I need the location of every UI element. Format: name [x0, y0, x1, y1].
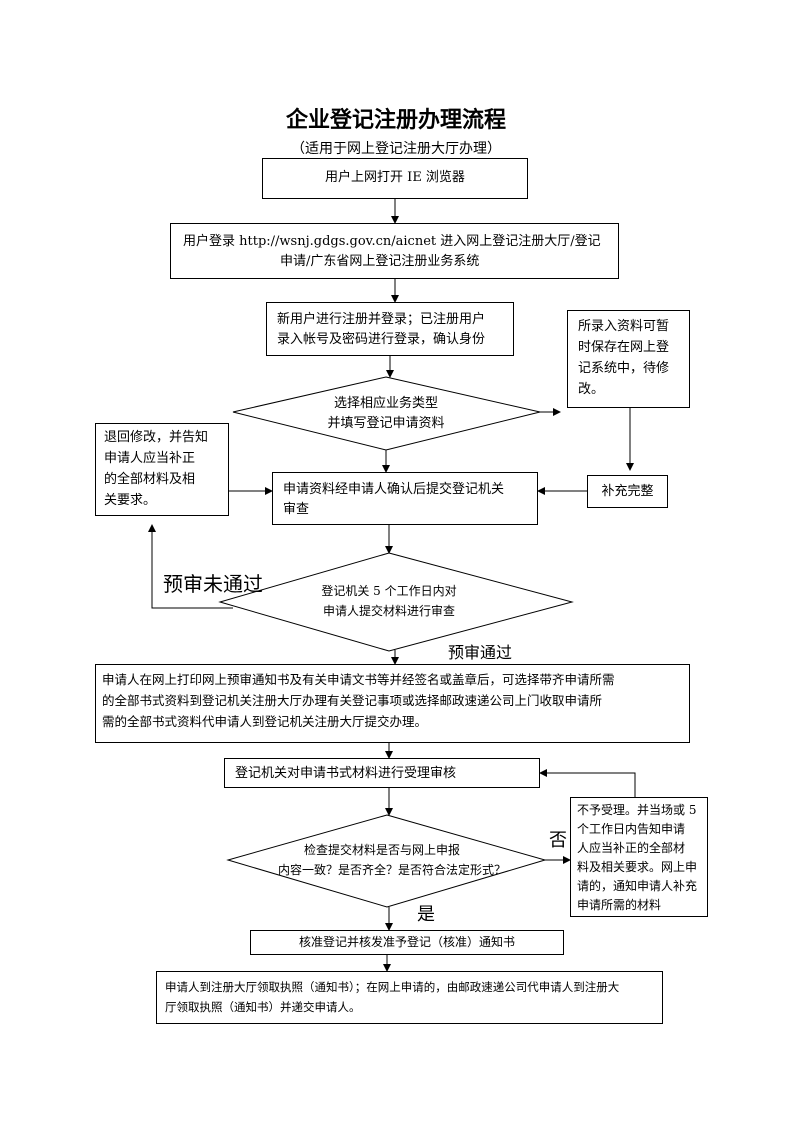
- arrow-reject-accept: [539, 769, 636, 797]
- step-review-line1: 登记机关 5 个工作日内对: [321, 584, 457, 598]
- step-print-line2: 的全部书式资料到登记机关注册大厅办理有关登记事项或选择邮政速递公司上门收取申请所: [102, 693, 603, 708]
- step-login: 用户登录 http://wsnj.gdgs.gov.cn/aicnet 进入网上…: [170, 223, 619, 279]
- note-save-line4: 改。: [578, 382, 605, 397]
- arrow-fail-return: [148, 524, 233, 609]
- page-title: 企业登记注册办理流程: [285, 107, 506, 133]
- step-accept: 登记机关对申请书式材料进行受理审核: [224, 758, 540, 788]
- step-accept-text: 登记机关对申请书式材料进行受理审核: [235, 766, 457, 781]
- step-print: 申请人在网上打印网上预审通知书及有关申请文书等并经签名或盖章后，可选择带齐申请所…: [95, 664, 690, 743]
- step-submit: 申请资料经申请人确认后提交登记机关 审查: [272, 472, 538, 525]
- note-return-line3: 的全部材料及相: [104, 472, 196, 487]
- label-yes: 是: [417, 904, 435, 925]
- step-approve: 核准登记并核发准予登记（核准）通知书: [250, 930, 564, 955]
- note-save-line1: 所录入资料可暂: [578, 319, 670, 334]
- step-supplement: 补充完整: [587, 475, 668, 508]
- diamond-check: [226, 814, 547, 908]
- note-save-line3: 记系统中，待修: [578, 361, 670, 376]
- note-return-modify: 退回修改，并告知 申请人应当补正 的全部材料及相 关要求。: [95, 423, 229, 516]
- step-submit-line2: 审查: [283, 502, 310, 517]
- label-no: 否: [549, 830, 567, 851]
- step-select-line2: 并填写登记申请资料: [327, 416, 445, 431]
- step-collect: 申请人到注册大厅领取执照（通知书）；在网上申请的，由邮政速递公司代申请人到注册大…: [156, 971, 663, 1024]
- step-select-line1: 选择相应业务类型: [333, 396, 438, 411]
- step-register: 新用户进行注册并登录；已注册用户 录入帐号及密码进行登录，确认身份: [266, 302, 514, 356]
- step-login-line2: 申请/广东省网上登记注册业务系统: [280, 254, 480, 269]
- note-reject-line1: 不予受理。并当场或 5: [577, 803, 697, 817]
- label-pre-pass: 预审通过: [448, 643, 513, 662]
- label-pre-fail: 预审未通过: [163, 572, 263, 596]
- note-save-line2: 时保存在网上登: [578, 340, 670, 355]
- step-print-line3: 需的全部书式资料代申请人到登记机关注册大厅提交办理。: [102, 714, 428, 729]
- step-check-line2: 内容一致？是否齐全？是否符合法定形式？: [277, 863, 506, 877]
- step-login-line1: 用户登录 http://wsnj.gdgs.gov.cn/aicnet 进入网上…: [183, 234, 601, 249]
- step-register-line1: 新用户进行注册并登录；已注册用户: [277, 312, 486, 327]
- diamond-review: [218, 552, 574, 652]
- note-save-temp: 所录入资料可暂 时保存在网上登 记系统中，待修 改。: [567, 310, 690, 408]
- step-review-line2: 申请人提交材料进行审查: [322, 604, 455, 618]
- step-collect-line2: 厅领取执照（通知书）并递交申请人。: [165, 1000, 361, 1014]
- step-open-browser-text: 用户上网打开 IE 浏览器: [325, 170, 465, 185]
- note-reject-line3: 人应当补正的全部材: [577, 841, 686, 855]
- step-check-line1: 检查提交材料是否与网上申报: [303, 843, 460, 857]
- step-approve-text: 核准登记并核发准予登记（核准）通知书: [298, 935, 515, 949]
- note-return-line1: 退回修改，并告知: [104, 430, 209, 445]
- page-subtitle: （适用于网上登记注册大厅办理）: [291, 141, 501, 157]
- note-reject-line5: 请的，通知申请人补充: [577, 879, 698, 893]
- step-submit-line1: 申请资料经申请人确认后提交登记机关: [283, 482, 505, 497]
- diamond-select: [232, 376, 541, 451]
- step-open-browser: 用户上网打开 IE 浏览器: [262, 158, 528, 199]
- note-return-line4: 关要求。: [104, 493, 157, 508]
- step-print-line1: 申请人在网上打印网上预审通知书及有关申请文书等并经签名或盖章后，可选择带齐申请所…: [102, 672, 615, 687]
- note-reject-line2: 个工作日内告知申请: [577, 822, 686, 836]
- note-reject-line6: 申请所需的材料: [577, 898, 662, 912]
- note-reject: 不予受理。并当场或 5 个工作日内告知申请 人应当补正的全部材 料及相关要求。网…: [570, 797, 708, 917]
- step-register-line2: 录入帐号及密码进行登录，确认身份: [277, 332, 486, 347]
- note-reject-line4: 料及相关要求。网上申: [577, 860, 698, 874]
- step-supplement-text: 补充完整: [601, 484, 654, 499]
- step-collect-line1: 申请人到注册大厅领取执照（通知书）；在网上申请的，由邮政速递公司代申请人到注册大: [165, 980, 620, 994]
- note-return-line2: 申请人应当补正: [104, 451, 196, 466]
